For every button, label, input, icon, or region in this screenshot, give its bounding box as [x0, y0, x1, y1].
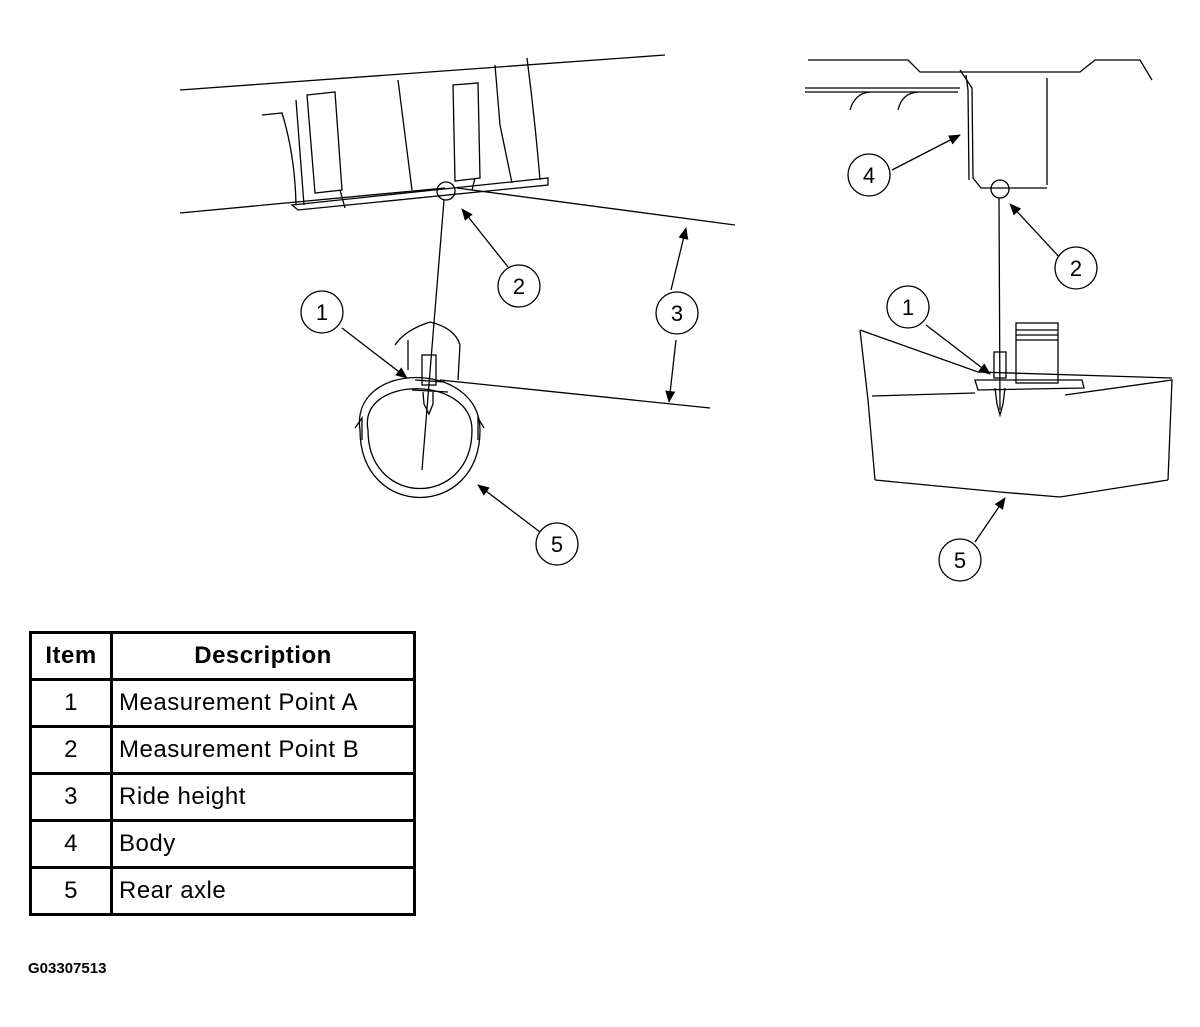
row-description: Rear axle — [110, 866, 416, 916]
figure-id: G03307513 — [28, 960, 107, 977]
table-row: 1 Measurement Point A — [29, 678, 416, 728]
callout-4-right-label: 4 — [863, 163, 875, 188]
header-item: Item — [29, 631, 113, 681]
ride-height-arrow-up — [670, 227, 689, 291]
leader-5-right — [974, 497, 1006, 543]
body-floor-right — [805, 59, 1153, 185]
callout-1-right-label: 1 — [902, 295, 914, 320]
body-bracket-right — [959, 69, 1047, 189]
leader-4-right — [891, 134, 961, 171]
table-row: 2 Measurement Point B — [29, 725, 416, 775]
right-view — [805, 59, 1173, 543]
plumb-line-right — [998, 197, 1001, 411]
measurement-point-b-marker-right — [990, 179, 1010, 199]
table-row: 3 Ride height — [29, 772, 416, 822]
callout-4-right: 4 — [847, 153, 891, 197]
callout-3-left-label: 3 — [671, 301, 683, 326]
row-item: 5 — [29, 866, 113, 916]
row-description: Body — [110, 819, 416, 869]
measurement-point-b-marker — [436, 181, 456, 201]
row-item: 3 — [29, 772, 113, 822]
plumb-line — [421, 199, 445, 471]
ground-reference-left — [439, 379, 711, 409]
row-item: 4 — [29, 819, 113, 869]
leader-5-left — [477, 484, 541, 533]
callout-2-left-label: 2 — [513, 274, 525, 299]
rear-axle-right — [859, 322, 1173, 498]
rear-axle-left — [354, 321, 485, 499]
callout-1-left: 1 — [300, 290, 344, 334]
table-row: 4 Body — [29, 819, 416, 869]
ride-height-diagram: 1 2 3 5 4 2 1 5 — [179, 54, 1173, 582]
row-description: Ride height — [110, 772, 416, 822]
row-description: Measurement Point A — [110, 678, 416, 728]
callout-5-left: 5 — [535, 522, 579, 566]
frame-rail-left — [179, 54, 736, 226]
row-item: 2 — [29, 725, 113, 775]
leader-1-right — [925, 324, 991, 375]
row-item: 1 — [29, 678, 113, 728]
leader-2-right — [1009, 203, 1063, 261]
leader-2-left — [461, 208, 509, 268]
table-row: 5 Rear axle — [29, 866, 416, 916]
callout-2-left: 2 — [497, 264, 541, 308]
leader-1-left — [341, 327, 408, 379]
callout-2-right-label: 2 — [1070, 256, 1082, 281]
callout-5-right: 5 — [938, 538, 982, 582]
header-description: Description — [110, 631, 416, 681]
callout-5-left-label: 5 — [551, 532, 563, 557]
callout-1-left-label: 1 — [316, 300, 328, 325]
callout-2-right: 2 — [1054, 246, 1098, 290]
legend-header-row: Item Description — [29, 631, 416, 681]
callout-5-right-label: 5 — [954, 548, 966, 573]
legend-table: Item Description 1 Measurement Point A 2… — [29, 631, 416, 916]
row-description: Measurement Point B — [110, 725, 416, 775]
left-view — [179, 54, 736, 533]
callout-3-left: 3 — [655, 291, 699, 335]
ride-height-arrow-down — [665, 339, 677, 403]
callout-1-right: 1 — [886, 285, 930, 329]
